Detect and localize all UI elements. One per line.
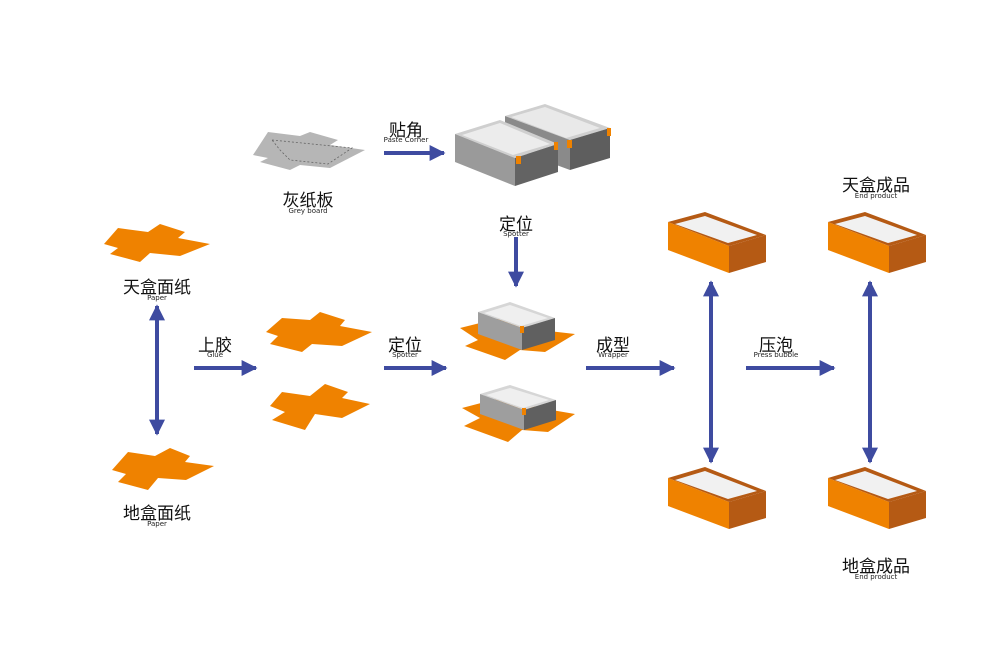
glue-sublabel: Glue [206,351,224,359]
wrapped-base-box-icon [668,467,766,529]
base-paper-label: 地盒面纸 [123,504,191,524]
greyboard-label: 灰纸板 [282,191,334,211]
press-bubble-label: 压泡 [759,336,793,356]
lid-paper-sheet-icon [104,224,210,262]
greyboard-sublabel: Grey board [288,207,328,215]
base-product-sublabel: End product [854,573,898,581]
glued-paper-bottom-icon [270,384,370,430]
wrapper-sublabel: Wrapper [598,351,628,359]
base-product-box-icon [828,467,926,529]
spotter-top-label: 定位 [499,215,533,235]
spotter-mid-sublabel: Spotter [392,351,418,359]
base-product-label: 地盒成品 [842,557,910,577]
glue-label: 上胶 [198,336,232,356]
lid-product-box-icon [828,212,926,273]
greyboard-sheet-icon [253,132,365,170]
wrapper-label: 成型 [596,336,630,356]
paste-corner-sublabel: Paste Corner [383,136,429,144]
paste-corner-label: 贴角 [389,121,423,141]
spotted-box-bottom-icon [462,385,575,442]
spotter-mid-label: 定位 [388,336,422,356]
lid-paper-sublabel: Paper [147,294,167,302]
lid-paper-label: 天盒面纸 [123,278,191,298]
base-paper-sublabel: Paper [147,520,167,528]
press-bubble-sublabel: Press bubble [753,351,799,359]
spotter-top-sublabel: Spotter [503,230,529,238]
base-paper-sheet-icon [112,448,214,490]
lid-product-sublabel: End product [854,192,898,200]
lid-product-label: 天盒成品 [842,176,910,196]
spotted-box-top-icon [460,302,575,360]
grey-box-front-icon [455,120,558,186]
wrapped-lid-box-icon [668,212,766,273]
glued-paper-top-icon [266,312,372,352]
